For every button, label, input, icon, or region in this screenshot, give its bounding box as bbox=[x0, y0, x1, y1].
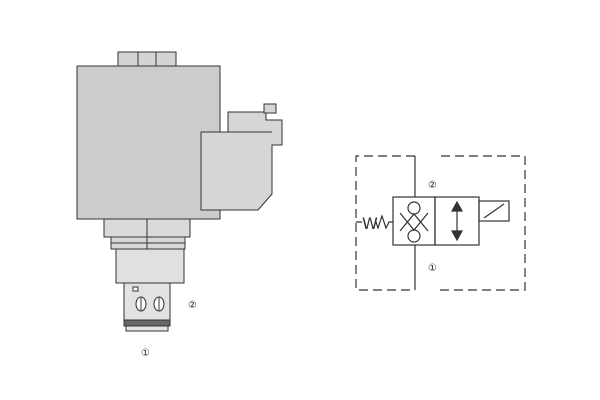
symbol-port-2-label: ② bbox=[428, 180, 437, 191]
seal-ring bbox=[123, 319, 171, 327]
symbol-port-1-label: ① bbox=[428, 263, 437, 274]
port-2-openings bbox=[135, 296, 165, 312]
check-valve-symbol bbox=[399, 201, 429, 243]
solenoid-coil bbox=[76, 65, 221, 220]
spring-label-mask bbox=[362, 210, 376, 232]
solenoid-actuator bbox=[478, 200, 510, 222]
electrical-connector bbox=[200, 103, 283, 211]
valve-port-2-label: ② bbox=[188, 300, 197, 311]
valve-port-1-label: ① bbox=[141, 348, 150, 359]
enclosure-outline bbox=[355, 155, 526, 291]
double-flow-arrow bbox=[450, 200, 464, 242]
top-nut bbox=[117, 51, 177, 68]
solenoid-valve-drawing bbox=[76, 51, 283, 332]
left-envelope bbox=[392, 196, 436, 246]
hex-body bbox=[110, 219, 186, 250]
hydraulic-symbol bbox=[355, 155, 526, 291]
cartridge-tip bbox=[125, 325, 169, 332]
small-hole bbox=[132, 286, 139, 292]
spring-label: W bbox=[362, 214, 378, 233]
thread-section bbox=[115, 248, 185, 284]
